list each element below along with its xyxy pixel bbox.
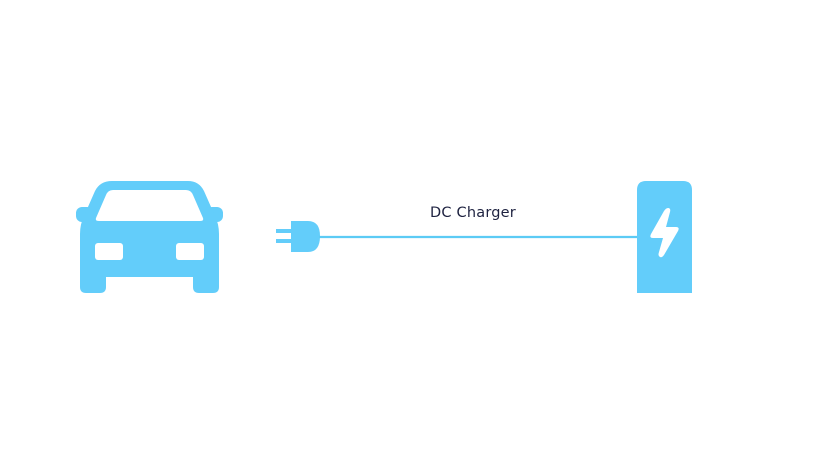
car-headlight-left xyxy=(95,243,123,260)
cable-label: DC Charger xyxy=(430,205,516,221)
car-headlight-right xyxy=(176,243,204,260)
car-windshield xyxy=(95,190,204,221)
plug-icon xyxy=(276,221,320,252)
lightning-bolt-icon xyxy=(650,208,679,258)
